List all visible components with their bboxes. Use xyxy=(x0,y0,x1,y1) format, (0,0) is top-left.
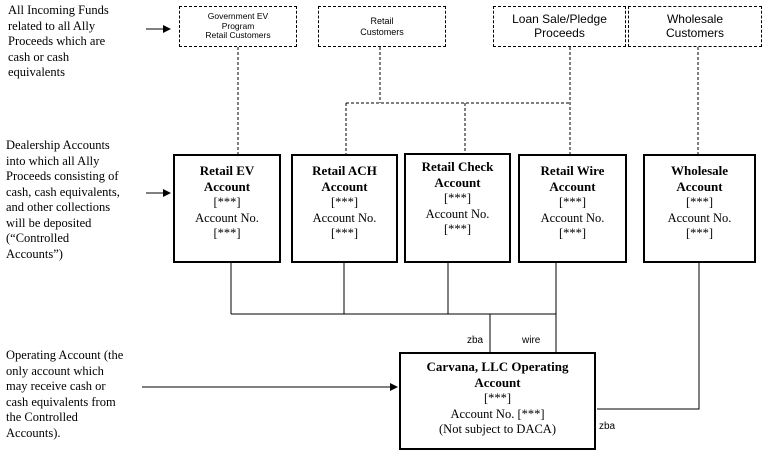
account-retail-ach: Retail ACH Account [***] Account No. [**… xyxy=(291,154,398,263)
operating-account: Carvana, LLC Operating Account [***] Acc… xyxy=(399,352,596,450)
source-government-ev-retail-customers: Government EV Program Retail Customers xyxy=(179,6,297,47)
source-loan-sale-pledge-proceeds: Loan Sale/Pledge Proceeds xyxy=(493,6,626,47)
note-controlled-accounts: Dealership Accounts into which all Ally … xyxy=(6,138,120,261)
source-wholesale-customers: Wholesale Customers xyxy=(628,6,762,47)
account-retail-ev: Retail EV Account [***] Account No. [***… xyxy=(173,154,281,263)
source-retail-customers: Retail Customers xyxy=(318,6,446,47)
account-wholesale: Wholesale Account [***] Account No. [***… xyxy=(643,154,756,263)
note-incoming-funds: All Incoming Funds related to all Ally P… xyxy=(8,3,109,79)
account-retail-check: Retail Check Account [***] Account No. [… xyxy=(404,153,511,263)
account-retail-wire: Retail Wire Account [***] Account No. [*… xyxy=(518,154,627,263)
label-zba-wholesale: zba xyxy=(599,421,616,432)
solid-wholesale-zba-to-operating xyxy=(597,263,700,410)
note-operating-account: Operating Account (the only account whic… xyxy=(6,348,124,440)
label-zba-bus: zba xyxy=(467,335,484,346)
label-wire: wire xyxy=(522,335,541,346)
